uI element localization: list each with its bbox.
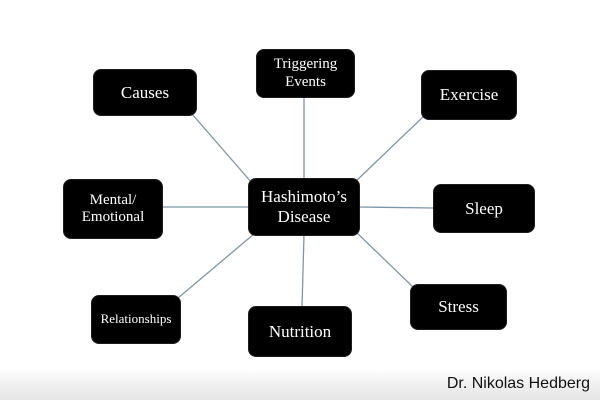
node-sleep: Sleep [434,185,534,232]
node-nutrition-label: Nutrition [268,321,332,341]
node-sleep-label: Sleep [465,198,503,218]
node-triggering-events-label: Triggering Events [273,56,338,90]
node-exercise-label: Exercise [439,85,499,105]
node-hashimotos-disease-label: Hashimoto’s Disease [261,187,347,226]
node-stress: Stress [411,285,506,329]
node-mental-emotional: Mental/ Emotional [64,180,162,238]
node-hashimotos-disease: Hashimoto’s Disease [249,179,359,235]
node-causes: Causes [94,70,196,115]
node-exercise: Exercise [422,71,516,119]
node-causes-label: Causes [120,82,170,102]
node-relationships: Relationships [92,296,180,343]
edge-center-exercise [354,115,425,183]
edge-center-nutrition [301,234,305,308]
edge-center-relationships [177,233,255,299]
node-mental-emotional-label: Mental/ Emotional [81,191,145,225]
author-credit: Dr. Nikolas Hedberg [446,375,590,392]
node-triggering-events: Triggering Events [257,50,354,97]
node-stress-label: Stress [438,297,479,317]
edge-center-causes [191,113,253,184]
node-relationships-label: Relationships [100,311,172,327]
edge-center-sleep [358,206,435,209]
node-nutrition: Nutrition [249,307,351,356]
edge-center-stress [355,231,414,288]
footer-band [0,368,600,400]
